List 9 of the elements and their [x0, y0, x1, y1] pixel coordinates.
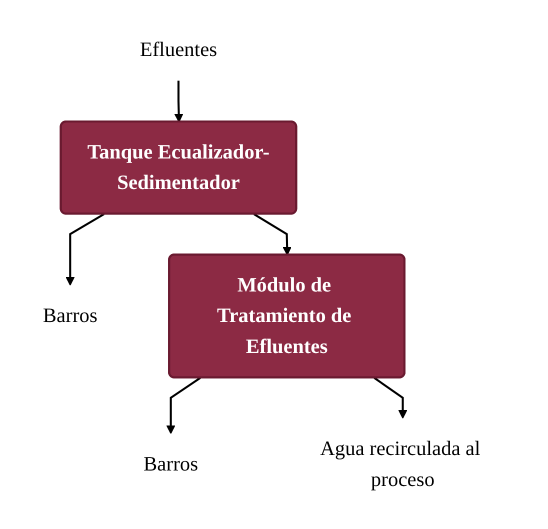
arrow	[66, 212, 105, 286]
node-text: Barros	[42, 304, 98, 327]
arrow	[253, 212, 292, 256]
arrow	[174, 80, 184, 122]
node-text: Agua recirculada al proceso	[320, 437, 480, 491]
arrow	[166, 376, 201, 434]
node-text: Efluentes	[140, 38, 218, 61]
node-text: Barros	[144, 452, 198, 476]
arrow	[374, 376, 408, 418]
